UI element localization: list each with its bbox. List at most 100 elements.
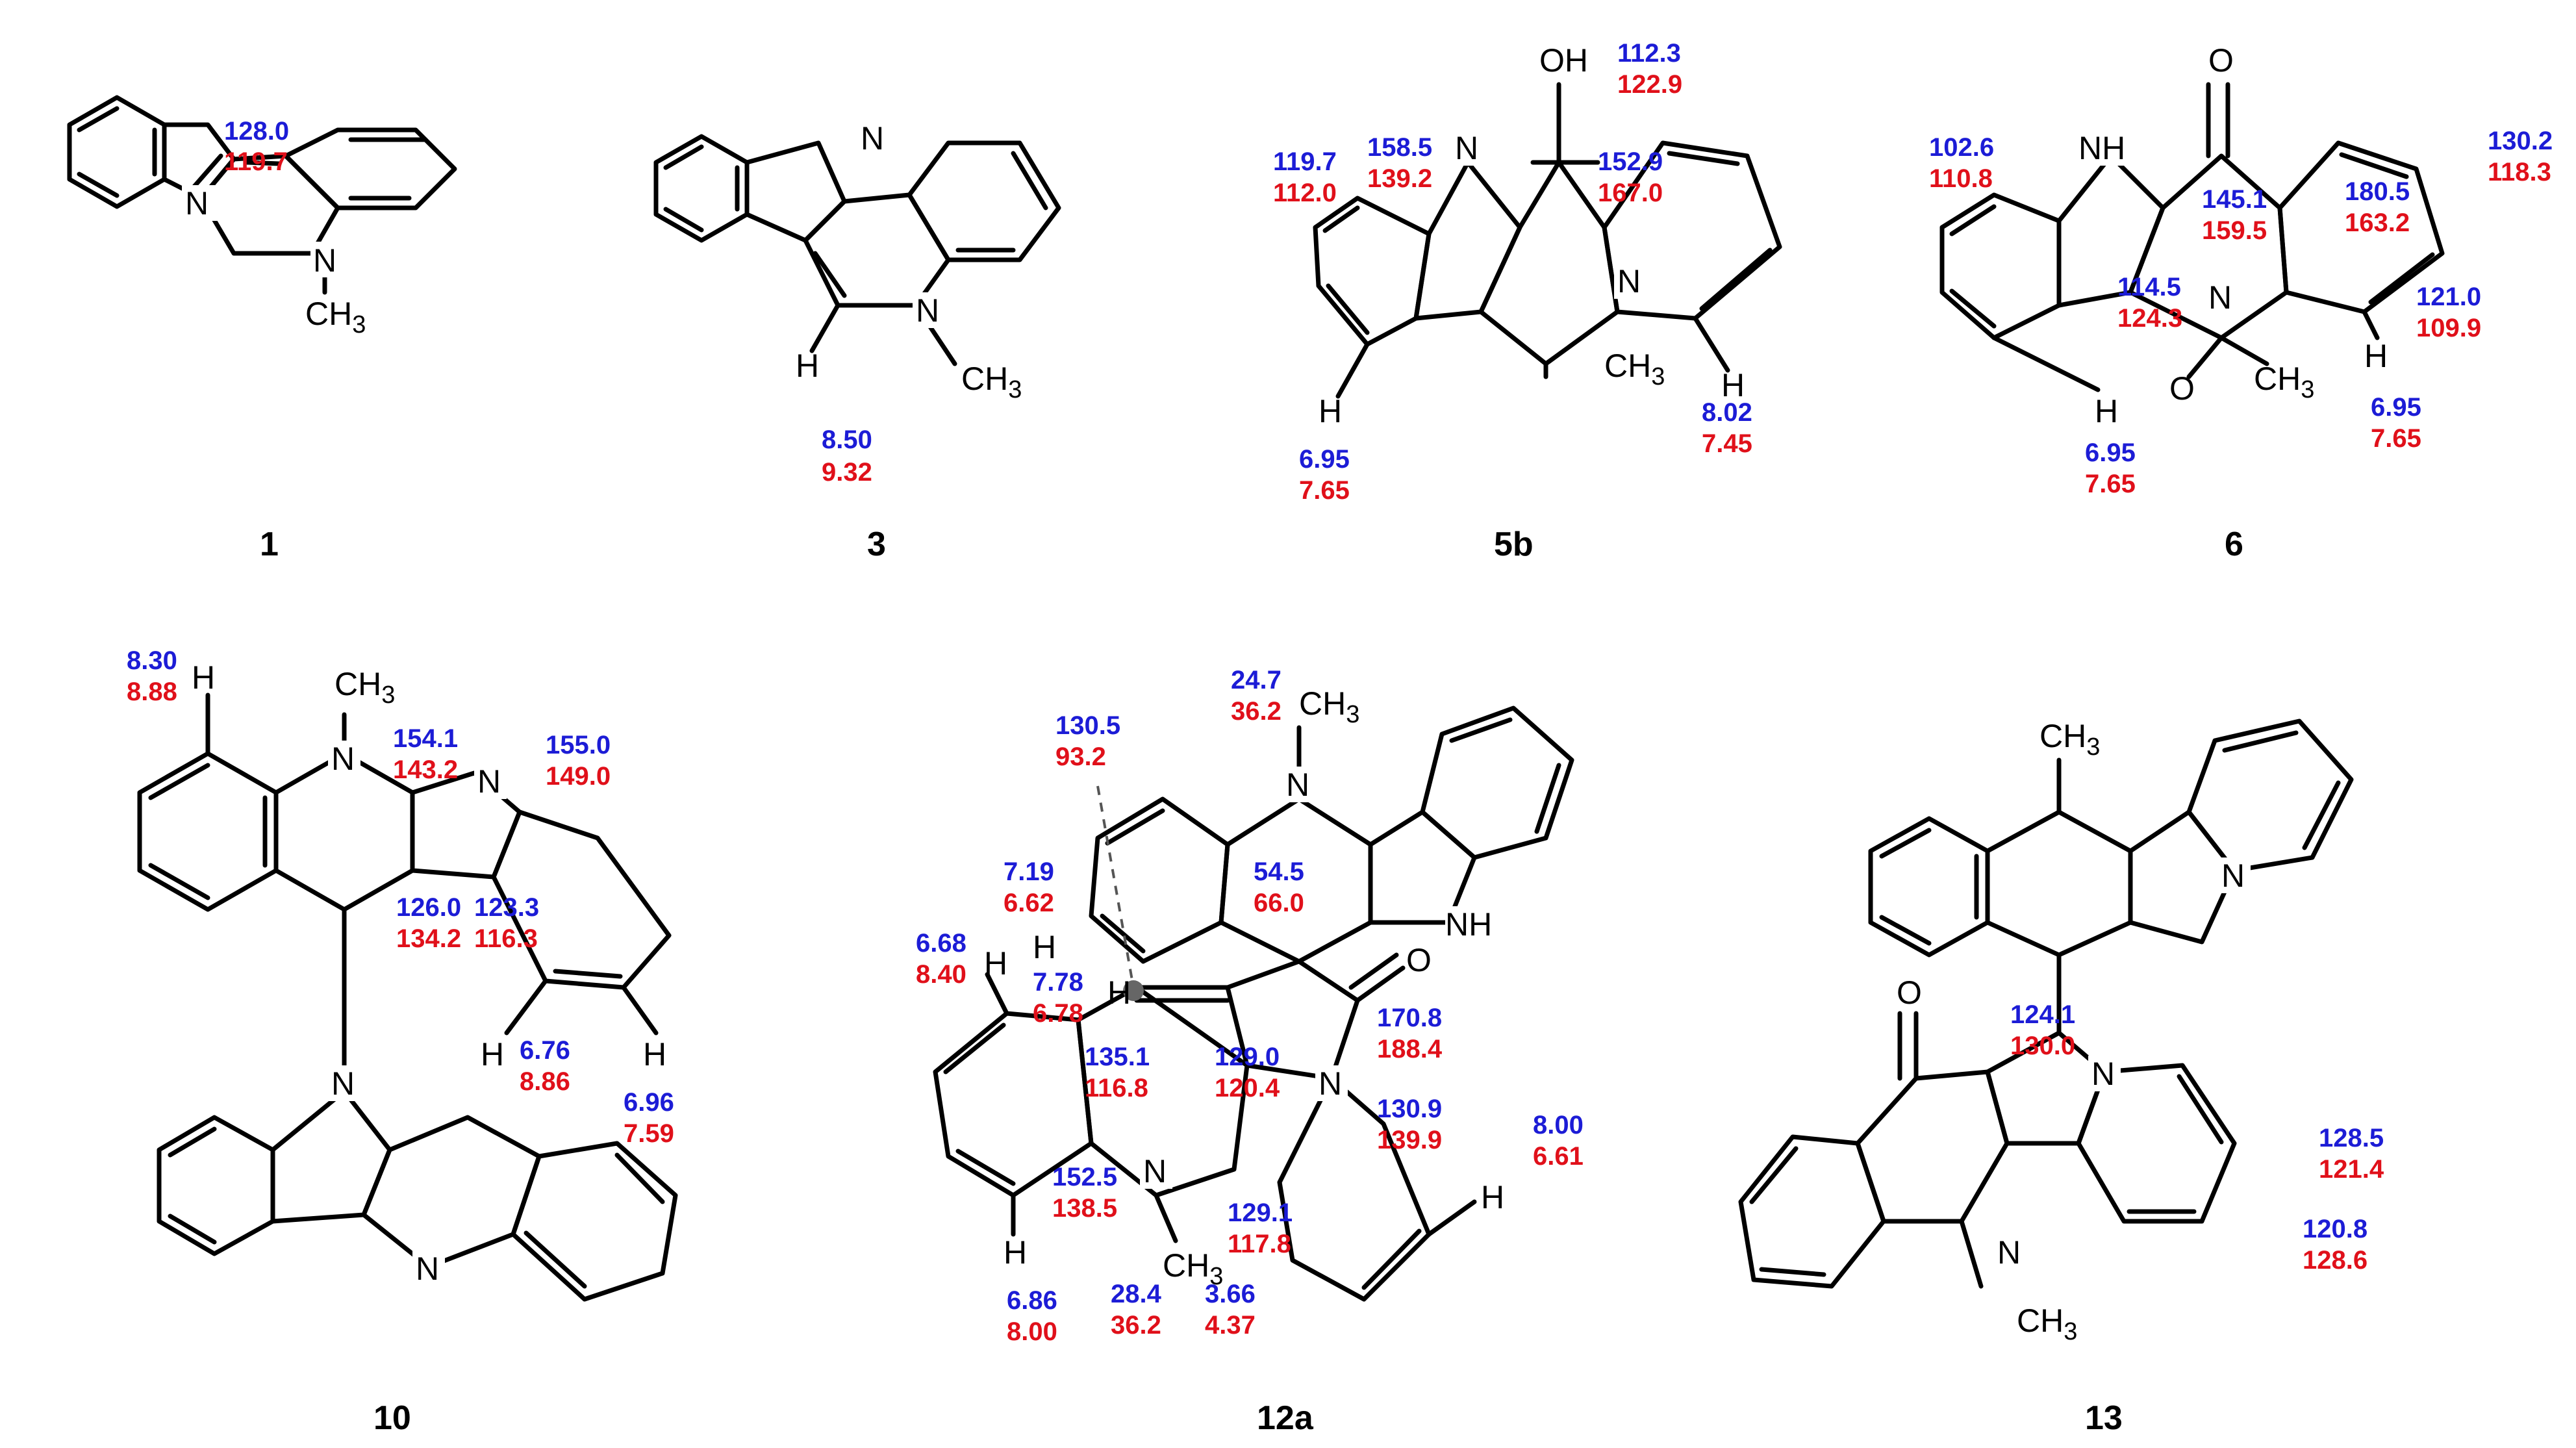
c3-label: 3 — [867, 526, 886, 563]
c12a-h-red: 139.9 — [1377, 1126, 1442, 1154]
c10-b-blue: 155.0 — [546, 731, 611, 759]
c5b-c-red: 167.0 — [1598, 179, 1663, 207]
c6-a-blue: 102.6 — [1929, 133, 1994, 162]
c1-benzo-ring — [283, 127, 457, 210]
compound-1: N N CH3 128.0 119.7 1 — [67, 95, 457, 563]
c13-b-blue: 128.5 — [2319, 1124, 2384, 1152]
c10-n-methyl: N — [331, 741, 355, 777]
c1-label: 1 — [260, 526, 279, 563]
c12a-c-red: 8.40 — [916, 960, 966, 989]
c6-c-blue: 180.5 — [2345, 177, 2410, 206]
c6-d-blue: 130.2 — [2488, 127, 2553, 155]
c3-h: H — [796, 348, 819, 384]
c12a-o: O — [1406, 942, 1432, 978]
c13-c-blue: 120.8 — [2303, 1215, 2368, 1243]
c12a-m-blue: 28.4 — [1111, 1280, 1162, 1308]
c12a-ch3-top: CH3 — [1299, 685, 1359, 728]
c12a-h3: H — [1107, 974, 1131, 1011]
c13-a-red: 130.0 — [2010, 1032, 2075, 1060]
c12a-noe-dot — [1123, 980, 1144, 1001]
c12a-h1: H — [1033, 929, 1056, 965]
c10-pyridine-ring — [273, 751, 415, 912]
c6-hr-blue: 6.95 — [2371, 393, 2421, 422]
c5b-h-right: H — [1721, 367, 1745, 403]
c12a-n-red: 4.37 — [1205, 1311, 1256, 1340]
c13-b-red: 121.4 — [2319, 1155, 2384, 1184]
compound-3: N N H CH3 8.50 9.32 3 — [653, 120, 1061, 563]
c6-hl-blue: 6.95 — [2085, 438, 2136, 467]
c12a-d-red: 6.78 — [1033, 999, 1083, 1028]
c3-pyridine-ring — [803, 192, 951, 308]
c10-d-red: 116.3 — [474, 924, 538, 953]
c12a-label: 12a — [1257, 1399, 1314, 1437]
c6-f-blue: 121.0 — [2416, 283, 2481, 311]
c13-c-red: 128.6 — [2303, 1246, 2368, 1275]
c10-lower-pyrrole-ring — [270, 1089, 392, 1224]
c12a-h2: H — [984, 945, 1007, 982]
c13-label: 13 — [2085, 1399, 2123, 1437]
c12a-h-blue: 130.9 — [1377, 1095, 1442, 1123]
c5b-hr-red: 7.45 — [1702, 429, 1752, 458]
c12a-m-red: 36.2 — [1111, 1311, 1161, 1340]
c6-c-red: 163.2 — [2345, 209, 2410, 237]
c13-o: O — [1897, 974, 1922, 1011]
c10-benzo-ring — [137, 751, 279, 912]
c12a-k-blue: 129.1 — [1228, 1199, 1293, 1227]
c10-n-link: N — [331, 1065, 355, 1102]
c6-e-red: 124.3 — [2117, 304, 2182, 333]
c3-n-top: N — [861, 120, 884, 157]
c1-n-methyl: N — [313, 242, 336, 279]
c5b-pyridine-ring — [1478, 160, 1620, 366]
c12a-me-red: 36.2 — [1231, 697, 1282, 726]
c13-quinolone-benzo-ring — [1738, 1134, 1886, 1289]
c5b-benzene-ring — [1313, 196, 1432, 347]
c12a-e-blue: 170.8 — [1377, 1004, 1442, 1032]
c10-h-mid: H — [481, 1036, 504, 1073]
c1-n-ring: N — [185, 185, 208, 222]
c10-ht-blue: 8.30 — [127, 646, 177, 675]
c3-benzo-ring — [907, 140, 1061, 262]
c12a-spiro-blue: 54.5 — [1254, 857, 1304, 886]
c5b-n-methyl: N — [1617, 263, 1641, 299]
c12a-lower-indole-benzene — [1277, 1076, 1432, 1302]
compound-10: H CH3 N N N N H H 8.30 8.88 154.1 143.2 … — [127, 646, 678, 1437]
c12a-indole-pyrrole — [1368, 809, 1477, 925]
c6-d-red: 118.3 — [2488, 158, 2551, 186]
c10-lower-benzene-ring — [157, 1115, 275, 1256]
c1-benzene-ring — [67, 95, 167, 209]
c12a-l-red: 8.00 — [1007, 1317, 1057, 1346]
c13-ch3-top: CH3 — [2039, 718, 2100, 761]
c12a-a-red: 93.2 — [1055, 743, 1106, 771]
c12a-e-red: 188.4 — [1377, 1035, 1443, 1063]
c6-nh: NH — [2078, 130, 2125, 166]
c5b-a-red: 112.0 — [1273, 179, 1337, 207]
c5b-n-ring: N — [1455, 130, 1478, 166]
c10-n-bottom: N — [416, 1251, 439, 1287]
c12a-g-red: 120.4 — [1215, 1074, 1280, 1102]
c10-hr-blue: 6.96 — [624, 1088, 674, 1117]
c13-lower-benzene-ring — [2076, 1063, 2237, 1224]
c3-ch3: CH3 — [961, 361, 1022, 403]
c13-right-benzene-ring — [2186, 718, 2354, 873]
c12a-g-blue: 129.0 — [1215, 1043, 1280, 1071]
c12a-j-red: 138.5 — [1052, 1194, 1117, 1223]
compound-5b: OH N N CH3 H H 119.7 112.0 158.5 139.2 1… — [1273, 39, 1782, 563]
c6-ch3: CH3 — [2254, 361, 2314, 403]
c13-quinolone-ring — [1855, 1069, 2010, 1224]
c10-h-top: H — [192, 659, 215, 696]
c12a-h5: H — [1481, 1179, 1504, 1215]
c10-c-red: 134.2 — [396, 924, 461, 953]
c5b-label: 5b — [1494, 526, 1534, 563]
c12a-h4: H — [1004, 1234, 1027, 1271]
c5b-h-left: H — [1319, 393, 1342, 429]
c13-n-link: N — [2091, 1056, 2115, 1092]
c12a-n-top: N — [1286, 767, 1309, 803]
c10-hm-red: 8.86 — [520, 1067, 570, 1096]
c6-benzene-ring — [1939, 192, 2062, 340]
c12a-d-blue: 7.78 — [1033, 968, 1083, 997]
c3-h-value-blue: 8.50 — [822, 426, 872, 454]
c13-pyrrole-ring — [2128, 809, 2237, 945]
c5b-benzo-ring — [1602, 140, 1782, 321]
c10-ch3: CH3 — [335, 666, 395, 709]
c13-a-blue: 124.1 — [2010, 1000, 2075, 1029]
